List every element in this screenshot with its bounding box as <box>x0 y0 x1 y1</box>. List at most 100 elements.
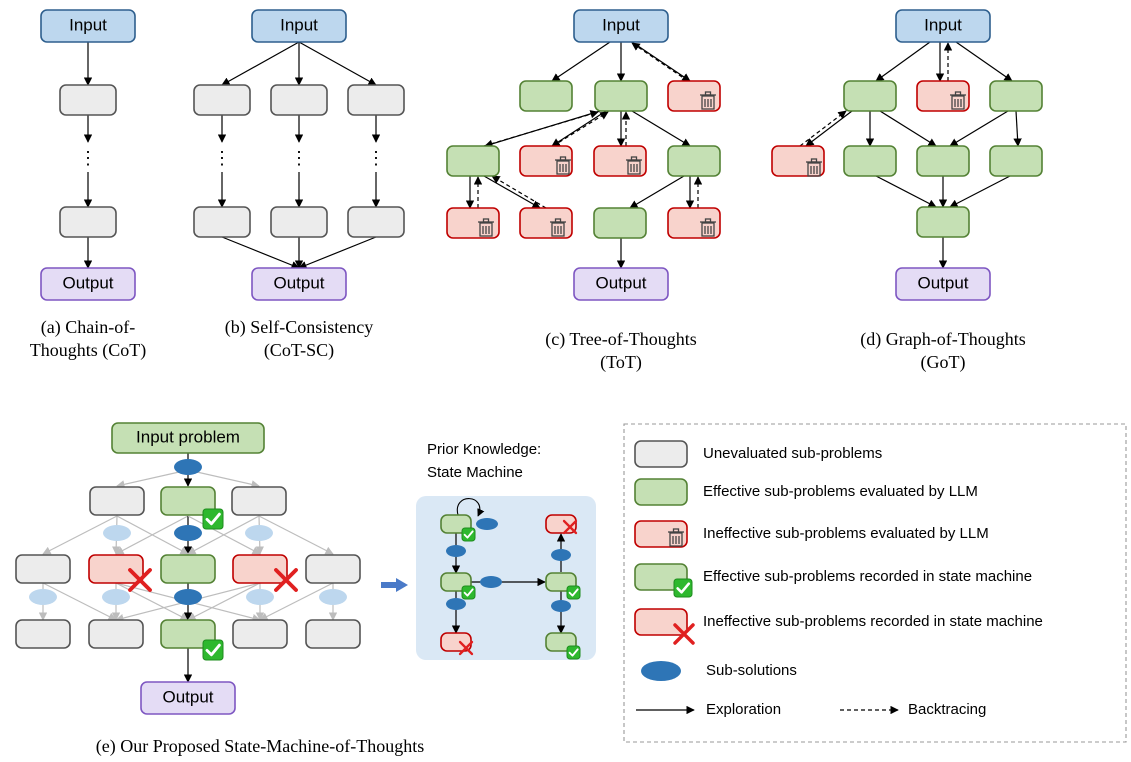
caption-c: (c) Tree-of-Thoughts <box>545 329 696 350</box>
check-mark <box>463 588 474 597</box>
smot-node <box>160 554 216 584</box>
smot-node <box>231 486 287 516</box>
edge-arrow <box>484 110 601 148</box>
sc-input-label: Input <box>280 15 318 34</box>
edge-arrow <box>221 236 300 270</box>
trash-icon <box>554 156 572 175</box>
sub-solution <box>174 459 202 475</box>
trash-icon <box>949 91 967 110</box>
edge-arrow <box>551 41 611 82</box>
sub-solution-faded <box>102 589 130 605</box>
sc-output <box>251 267 347 301</box>
got-output-label: Output <box>917 273 968 292</box>
got-node <box>843 145 897 177</box>
sub-solution <box>480 576 502 588</box>
ellipsis: ⋮ <box>213 148 231 168</box>
pk-panel <box>416 496 596 660</box>
edge-arrow <box>875 175 937 208</box>
sub-solution <box>446 598 466 610</box>
legend-backtracing-label: Backtracing <box>908 701 986 718</box>
edge-arrow <box>1013 110 1022 147</box>
smot-node <box>305 619 361 649</box>
smot-input-label: Input problem <box>136 427 240 446</box>
edge-arrow <box>187 582 261 621</box>
caption-a: Thoughts (CoT) <box>30 340 147 361</box>
edge-arrow <box>42 582 117 621</box>
check-mark <box>205 643 221 657</box>
sub-solution-faded <box>103 525 131 541</box>
edge-arrow <box>805 110 853 147</box>
cross-icon <box>128 568 152 592</box>
cot-input <box>40 9 136 43</box>
sub-solution <box>641 661 681 681</box>
edge-arrow <box>258 515 334 555</box>
edge-arrow <box>298 236 377 270</box>
got-node <box>989 145 1043 177</box>
edge-arrow <box>949 110 1009 147</box>
backtrace-arrow <box>483 110 599 147</box>
legend-label: Effective sub-problems recorded in state… <box>703 568 1032 585</box>
cot-input-label: Input <box>69 15 107 34</box>
legend-label: Effective sub-problems evaluated by LLM <box>703 483 978 500</box>
caption-d: (d) Graph-of-Thoughts <box>860 329 1025 350</box>
sc-node <box>270 206 328 238</box>
tot-node <box>519 207 573 239</box>
check-mark <box>568 648 579 657</box>
sub-solution <box>476 518 498 530</box>
ellipsis: ⋮ <box>367 148 385 168</box>
smot-input <box>111 422 265 454</box>
check-mark <box>205 512 221 526</box>
sub-solution <box>551 549 571 561</box>
cross-icon <box>458 640 474 656</box>
caption-d: (GoT) <box>921 352 966 373</box>
trash-icon <box>625 156 643 175</box>
edge-arrow <box>187 469 260 489</box>
sc-node <box>193 84 251 116</box>
edge-arrow <box>629 175 685 209</box>
tot-node <box>519 80 573 112</box>
legend-box <box>623 423 1127 743</box>
legend-label: Ineffective sub-problems recorded in sta… <box>703 613 1043 630</box>
backtrace-arrow <box>552 111 609 147</box>
cross-icon <box>562 519 578 535</box>
caption-c: (ToT) <box>600 352 642 373</box>
edge-arrow <box>949 175 1011 208</box>
cot-output <box>40 267 136 301</box>
sub-solution-faded <box>29 589 57 605</box>
sub-solution <box>551 600 571 612</box>
trash-icon <box>477 218 495 237</box>
edge-arrow <box>551 110 607 147</box>
smot-output <box>140 681 236 715</box>
check-mark <box>676 582 691 594</box>
smot-node <box>15 554 71 584</box>
trash-icon <box>667 528 685 547</box>
ellipsis: ⋮ <box>290 148 308 168</box>
smot-node <box>232 619 288 649</box>
edge-arrow <box>116 515 189 555</box>
edge-arrow <box>879 110 937 147</box>
legend-swatch-unevaluated <box>634 440 688 468</box>
sub-solution <box>174 525 202 541</box>
trash-icon <box>805 158 823 177</box>
tot-node <box>667 145 721 177</box>
caption-b: (b) Self-Consistency <box>225 317 373 338</box>
sub-solution <box>174 589 202 605</box>
smot-node <box>88 619 144 649</box>
smot-node <box>305 554 361 584</box>
pk-title: Prior Knowledge: <box>427 441 541 458</box>
edge-arrow <box>955 41 1013 82</box>
got-node <box>916 206 970 238</box>
edge-arrow <box>483 175 541 209</box>
cot-node <box>59 206 117 238</box>
edge-arrow <box>221 41 300 86</box>
edge-arrow <box>298 41 377 86</box>
caption-a: (a) Chain-of- <box>41 317 135 338</box>
sub-solution-faded <box>246 589 274 605</box>
tot-node <box>593 145 647 177</box>
pk-title: State Machine <box>427 464 523 481</box>
tot-node <box>519 145 573 177</box>
check-mark <box>568 588 579 597</box>
caption-e: (e) Our Proposed State-Machine-of-Though… <box>96 736 424 757</box>
cot-node <box>59 84 117 116</box>
tot-output <box>573 267 669 301</box>
